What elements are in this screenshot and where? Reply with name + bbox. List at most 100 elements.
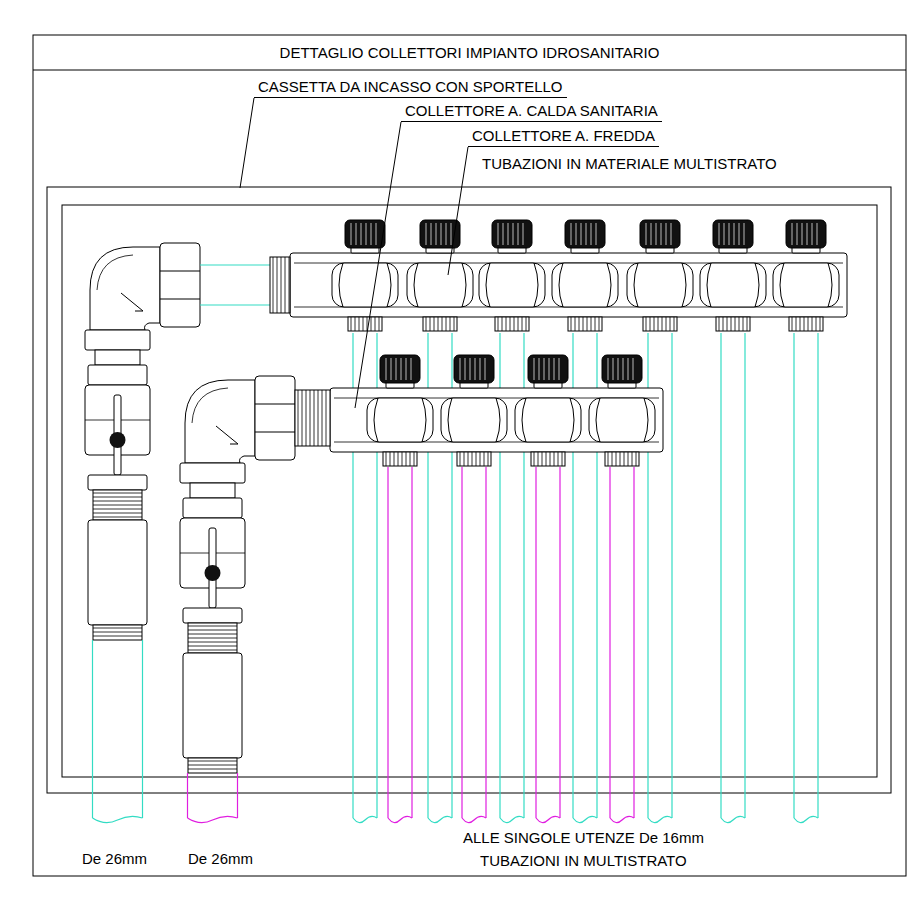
thread-line [277,257,278,313]
thread-line [410,452,411,466]
manifold-segment [441,398,507,442]
segment-curve [559,263,563,307]
thread-line [306,390,307,446]
pipe-wall [142,640,143,818]
thread-line [727,317,728,331]
thread-line [188,630,237,631]
thread-line [510,317,511,331]
segment-curve [486,263,490,307]
cap-grip [719,223,720,245]
thread-line [363,317,364,331]
thread [188,623,237,653]
valve-nut [88,365,147,385]
cap-grip [608,358,609,380]
thread [93,490,142,520]
segment-curve [522,398,526,442]
manifold-body [330,388,663,452]
cap-grip [661,223,662,245]
cap-grip [431,223,432,245]
thread-line [460,452,461,466]
valve-cap [713,220,753,248]
pipe-wall [609,467,610,818]
valve-stem [110,432,126,448]
segment-curve [634,263,638,307]
thread-line [484,452,485,466]
thread-line [188,650,237,651]
valve-cap [492,220,532,248]
cap-grip [623,358,624,380]
thread [423,317,457,331]
thread-line [526,317,527,331]
elbow-fitting [90,247,160,330]
pipe-wall [633,467,634,818]
cap-grip [426,223,427,245]
elbow-curve [97,255,133,290]
manifold-segment [515,398,581,442]
segment-curve [462,263,466,307]
cap-grip [671,223,672,245]
cap-grip [544,358,545,380]
sheet-frame [33,35,906,876]
thread-line [587,317,588,331]
segment-curve [414,263,418,307]
thread-line [434,317,435,331]
cap-grip [503,223,504,245]
cap-grip [797,223,798,245]
cap-grip [554,358,555,380]
thread-line [390,452,391,466]
pipe-end [721,816,745,822]
callout-label: CASSETTA DA INCASSO CON SPORTELLO [254,78,567,98]
thread-line [446,317,447,331]
thread-line [188,646,237,647]
thread-line [379,317,380,331]
thread-line [670,317,671,331]
thread-line [624,452,625,466]
pipe-end [462,816,486,822]
thread-line [93,513,142,514]
flow-mark [216,426,238,444]
thread-line [375,317,376,331]
thread-line [285,257,286,313]
segment-curve [607,263,611,307]
thread-line [498,317,499,331]
manifold-segment [700,263,766,307]
thread-line [542,452,543,466]
thread-line [273,257,274,313]
thread-line [468,452,469,466]
cap-grip [729,223,730,245]
thread-line [93,517,142,518]
thread-line [93,505,142,506]
thread-line [302,390,303,446]
cap-grip [817,223,818,245]
cap-grip [576,223,577,245]
thread-line [654,317,655,331]
cap-grip [807,223,808,245]
segment-curve [534,263,538,307]
valve-cap [454,355,494,383]
pipe-end [428,816,452,822]
valve-nut [183,608,242,623]
pipe-note: TUBAZIONI IN MULTISTRATO [478,852,689,869]
elbow-fitting [185,380,255,463]
valve-cap [640,220,680,248]
thread-line [636,452,637,466]
flow-mark [230,444,238,445]
thread-line [442,317,443,331]
thread-line [816,317,817,331]
thread-line [583,317,584,331]
cap-grip [613,358,614,380]
thread-line [93,509,142,510]
pipe-wall [200,264,270,265]
manifold-segment [479,263,545,307]
manifold [330,355,663,466]
hex-nut [255,376,295,460]
cap-grip [460,358,461,380]
elbow-curve [192,388,228,423]
thread-line [612,452,613,466]
thread-line [554,452,555,466]
thread-line [723,317,724,331]
callout-label: COLLETTORE A. CALDA SANITARIA [401,102,662,122]
thread-line [579,317,580,331]
pipe-wall [237,773,238,818]
cap-grip [724,223,725,245]
